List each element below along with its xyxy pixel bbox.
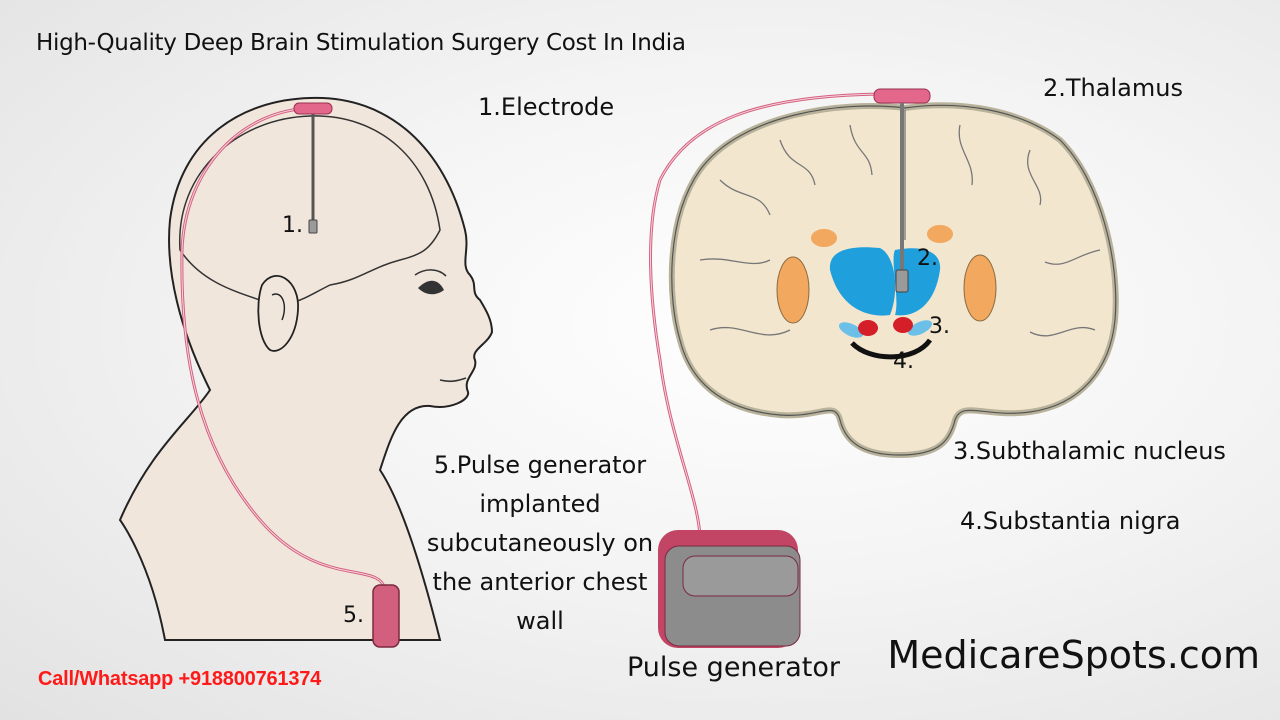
label-pulse-generator-description: 5.Pulse generator implanted subcutaneous… [426,451,654,635]
label-pulse-generator: Pulse generator [627,652,841,683]
label-substantia-nigra: 4.Substantia nigra [960,507,1181,535]
marker-1-head: 1. [282,213,303,238]
label-subthalamic-nucleus: 3.Subthalamic nucleus [953,437,1226,465]
marker-5-head: 5. [343,603,364,628]
marker-2-brain: 2. [917,246,938,271]
marker-4-brain: 4. [893,349,914,374]
website-brand: MedicareSpots.com [887,633,1260,677]
brain-section-illustration [649,88,1119,541]
label-electrode: 1.Electrode [478,93,615,121]
marker-3-brain: 3. [929,314,950,339]
pulse-generator-illustration [658,530,801,648]
page-title: High-Quality Deep Brain Stimulation Surg… [36,30,686,56]
label-thalamus: 2.Thalamus [1043,74,1183,102]
contact-phone: Call/Whatsapp +918800761374 [38,668,322,690]
head-illustration [118,96,494,648]
